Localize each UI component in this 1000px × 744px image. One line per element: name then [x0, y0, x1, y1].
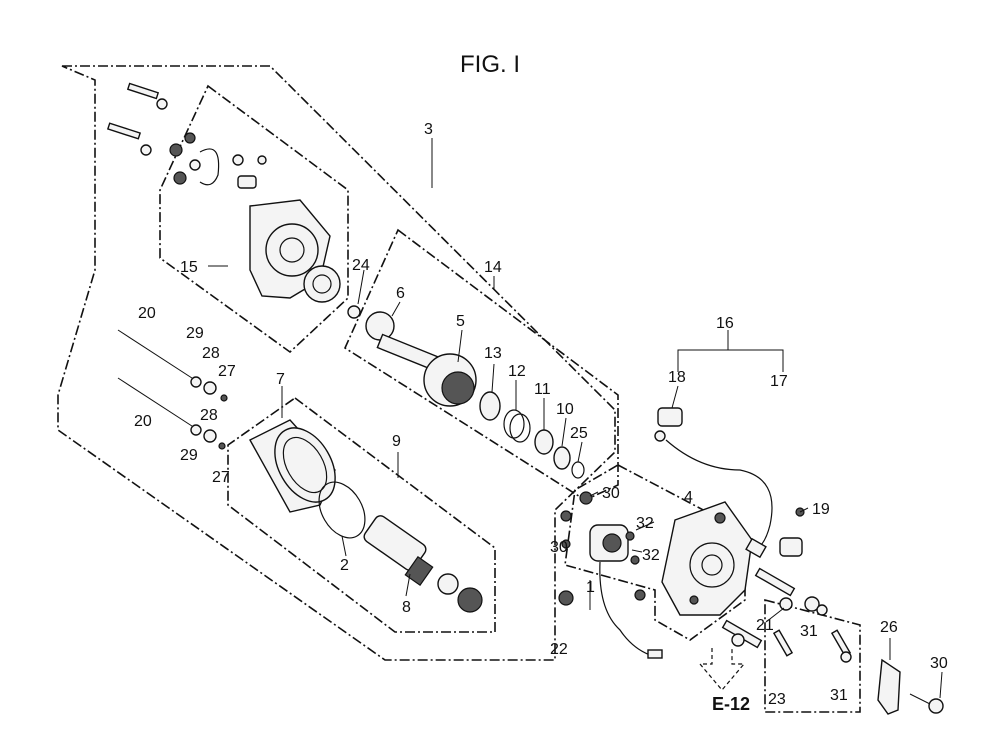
callout-25: 25 [570, 425, 588, 442]
callout-13: 13 [484, 345, 502, 362]
cover-screw-lower [106, 122, 152, 156]
bolt-23-head [731, 633, 745, 647]
callout-7: 7 [276, 371, 285, 388]
callout-11: 11 [534, 381, 551, 398]
bolt-30-lower [928, 698, 944, 714]
cover-screw-upper [126, 82, 168, 110]
callout-4: 4 [684, 489, 693, 506]
callout-17: 17 [770, 373, 788, 390]
bracket-16 [677, 349, 784, 372]
bolt-21-head [779, 597, 793, 611]
callout-31-lower: 31 [830, 687, 848, 704]
callout-32-upper: 32 [636, 515, 654, 532]
callout-28-upper: 28 [202, 345, 220, 362]
callout-28-lower: 28 [200, 407, 218, 424]
frame-sub-9 [227, 397, 496, 633]
washer-29-upper [190, 376, 202, 388]
callout-5: 5 [456, 313, 465, 330]
yoke-housing [249, 419, 336, 513]
callout-27-lower: 27 [212, 469, 230, 486]
callout-30-upper: 30 [602, 485, 620, 502]
callout-10: 10 [556, 401, 574, 418]
parts [106, 82, 944, 715]
callout-18: 18 [668, 369, 686, 386]
callout-27-upper: 27 [218, 363, 236, 380]
cable-assembly [654, 407, 805, 559]
spring-12b [509, 413, 531, 443]
pinion-shaft [365, 311, 440, 371]
drive-housing [661, 501, 753, 616]
through-bolt-upper [117, 329, 196, 381]
ring-27-upper [220, 394, 228, 402]
reference-e12: E-12 [712, 694, 750, 714]
callout-22: 22 [550, 641, 568, 658]
callout-9: 9 [392, 433, 401, 450]
callout-2: 2 [340, 557, 349, 574]
ring-13 [479, 391, 501, 421]
spring-12 [503, 409, 525, 439]
callout-1: 1 [586, 579, 595, 596]
callout-21: 21 [756, 617, 774, 634]
frame-cover-15 [159, 84, 349, 354]
callout-3: 3 [424, 121, 433, 138]
rear-cover [249, 199, 341, 303]
bolt-21 [754, 567, 796, 597]
clip-25 [571, 461, 585, 479]
frame-assembly-3 [57, 65, 616, 661]
callout-31-upper: 31 [800, 623, 818, 640]
callout-23: 23 [768, 691, 786, 708]
bolt-31-lower-head [840, 651, 852, 663]
callout-19: 19 [812, 501, 830, 518]
bolt-31-upper-washer [816, 604, 828, 616]
through-bolt-lower [117, 377, 196, 429]
oring-2 [318, 481, 366, 539]
callout-29-lower: 29 [180, 447, 198, 464]
callout-20-upper: 20 [138, 305, 156, 322]
callout-24: 24 [352, 257, 370, 274]
callout-20-lower: 20 [134, 413, 152, 430]
clutch-gear [423, 353, 477, 407]
callout-6: 6 [396, 285, 405, 302]
callout-26: 26 [880, 619, 898, 636]
bracket-26 [877, 658, 901, 715]
callout-32-lower: 32 [642, 547, 660, 564]
reference-arrow [698, 648, 746, 691]
figure-title: FIG. I [460, 51, 520, 78]
washer-11 [534, 429, 554, 455]
washer-24 [347, 305, 361, 319]
washer-29-lower [190, 424, 202, 436]
oring-28-upper [203, 381, 217, 395]
callout-29-upper: 29 [186, 325, 204, 342]
callout-30-lower: 30 [930, 655, 948, 672]
callout-labels: 3 15 24 14 6 5 13 12 11 10 25 20 29 28 2… [134, 121, 948, 714]
callout-30-middle: 30 [550, 539, 568, 556]
bolt-30-lower-shaft [909, 693, 931, 705]
oring-28-lower [203, 429, 217, 443]
solenoid-relay [558, 491, 663, 659]
bolt-23 [772, 629, 794, 657]
washer-10 [553, 446, 571, 470]
ring-27-lower [218, 442, 226, 450]
brush-holder-parts [169, 132, 267, 189]
leader-lines [208, 138, 943, 699]
callout-15: 15 [180, 259, 198, 276]
frame-bracket-26 [764, 598, 861, 713]
callout-8: 8 [402, 599, 411, 616]
callout-12: 12 [508, 363, 526, 380]
callout-16: 16 [716, 315, 734, 332]
frame-sub-14 [343, 228, 619, 501]
armature [363, 515, 483, 613]
callout-14: 14 [484, 259, 502, 276]
bolt-31-upper [804, 596, 820, 612]
